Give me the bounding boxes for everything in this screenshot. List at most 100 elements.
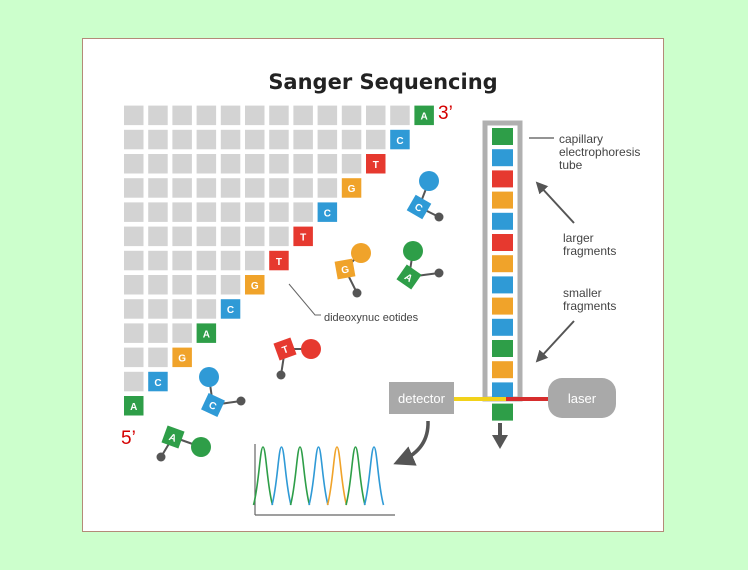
dideoxynucleotide-A: A — [396, 241, 444, 290]
grid-cell — [220, 226, 241, 247]
dideoxynucleotide-C: C — [406, 171, 444, 222]
fragment-end-letter: C — [324, 208, 331, 219]
nucleotide-letter: T — [281, 344, 291, 356]
grid-cell — [341, 105, 362, 126]
grid-cell — [317, 129, 338, 150]
tube-band-G — [492, 191, 513, 209]
fragment-end-T — [269, 250, 289, 271]
grid-cell — [341, 154, 362, 174]
fragment-end-letter: C — [227, 305, 234, 316]
grid-cell — [124, 371, 144, 392]
diagram-title: Sanger Sequencing — [268, 70, 497, 94]
dideoxynucleotide-C: C — [199, 367, 246, 417]
trace-peak-C — [271, 446, 292, 506]
nucleotide-phosphate — [352, 288, 362, 298]
dideoxy-pointer-line — [288, 283, 321, 316]
fragment-end-T — [366, 154, 386, 174]
laser-label: laser — [568, 391, 597, 406]
grid-cell — [124, 154, 144, 174]
grid-cell — [196, 105, 217, 126]
grid-cell — [220, 129, 241, 150]
trace-peaks — [252, 446, 385, 506]
grid-cell — [245, 226, 265, 247]
grid-cell — [245, 154, 265, 174]
nucleotide-ball — [199, 367, 219, 387]
grid-cell — [196, 275, 217, 295]
nucleotide-ball — [419, 171, 439, 191]
grid-cell — [148, 323, 168, 343]
grid-cell — [172, 226, 192, 247]
grid-cell — [172, 129, 192, 150]
trace-peak-C — [308, 446, 329, 506]
detector-box — [389, 382, 454, 414]
grid-cell — [172, 275, 192, 295]
grid-cell — [148, 250, 168, 271]
nucleotide-base — [201, 393, 225, 417]
fragment-end-letter: C — [154, 378, 161, 389]
grid-cell — [124, 202, 144, 222]
fragment-end-C — [220, 299, 241, 319]
grid-cell — [245, 178, 265, 198]
grid-cell — [390, 105, 410, 126]
fragment-end-G — [341, 178, 362, 198]
grid-cell — [196, 250, 217, 271]
fragment-end-A — [196, 323, 217, 343]
grid-cell — [317, 105, 338, 126]
grid-cell — [172, 178, 192, 198]
larger-fragments-label: larger fragments — [563, 231, 616, 258]
grid-cell — [220, 250, 241, 271]
grid-cell — [317, 154, 338, 174]
tube-band-A — [492, 128, 513, 145]
tube-band-G — [492, 255, 513, 273]
curved-arrow-icon — [393, 420, 430, 466]
grid-cell — [148, 105, 168, 126]
tube-band-A — [492, 340, 513, 357]
grid-cell — [293, 154, 313, 174]
fragment-end-C — [317, 202, 338, 222]
fragment-end-G — [245, 275, 265, 295]
nucleotide-phosphate — [434, 268, 444, 278]
grid-cell — [148, 299, 168, 319]
grid-cell — [269, 226, 289, 247]
grid-cell — [269, 129, 289, 150]
grid-cell — [220, 105, 241, 126]
smaller-fragments-label: smaller fragments — [563, 286, 616, 313]
grid-cell — [220, 202, 241, 222]
dideoxy-label: dideoxynuc eotides — [324, 312, 419, 324]
nucleotide-letter: G — [340, 264, 350, 276]
three-prime-label: 3’ — [438, 103, 453, 124]
grid-cell — [196, 178, 217, 198]
grid-cell — [293, 105, 313, 126]
tube-band-C — [492, 276, 513, 294]
grid-cell — [366, 105, 386, 126]
fragment-end-letter: T — [300, 233, 306, 244]
grid-cell — [124, 178, 144, 198]
fragment-end-G — [172, 347, 192, 368]
grid-cell — [124, 226, 144, 247]
grid-cell — [366, 129, 386, 150]
nucleotide-ball — [403, 241, 423, 261]
fragment-end-letter: A — [203, 329, 210, 340]
grid-cell — [317, 178, 338, 198]
arrow-up-icon — [535, 181, 575, 224]
tube-band-A — [492, 403, 513, 421]
grid-cell — [245, 250, 265, 271]
fragment-end-A — [124, 396, 144, 416]
nucleotide-base — [406, 194, 432, 220]
nucleotide-base — [334, 258, 356, 280]
dideoxynucleotide-A: A — [156, 425, 211, 462]
fragment-end-letter: A — [421, 112, 428, 123]
fragment-end-letter: G — [178, 354, 186, 365]
tube-band-C — [492, 149, 513, 167]
detector-label: detector — [398, 391, 446, 406]
nucleotide-letter: C — [207, 400, 218, 413]
nucleotide-base — [396, 264, 422, 290]
capillary-label: capillary electrophoresis tube — [559, 132, 644, 172]
nucleotide-phosphate — [434, 212, 444, 222]
grid-cell — [196, 299, 217, 319]
grid-cell — [148, 178, 168, 198]
tube-band-G — [492, 297, 513, 315]
grid-cell — [269, 105, 289, 126]
